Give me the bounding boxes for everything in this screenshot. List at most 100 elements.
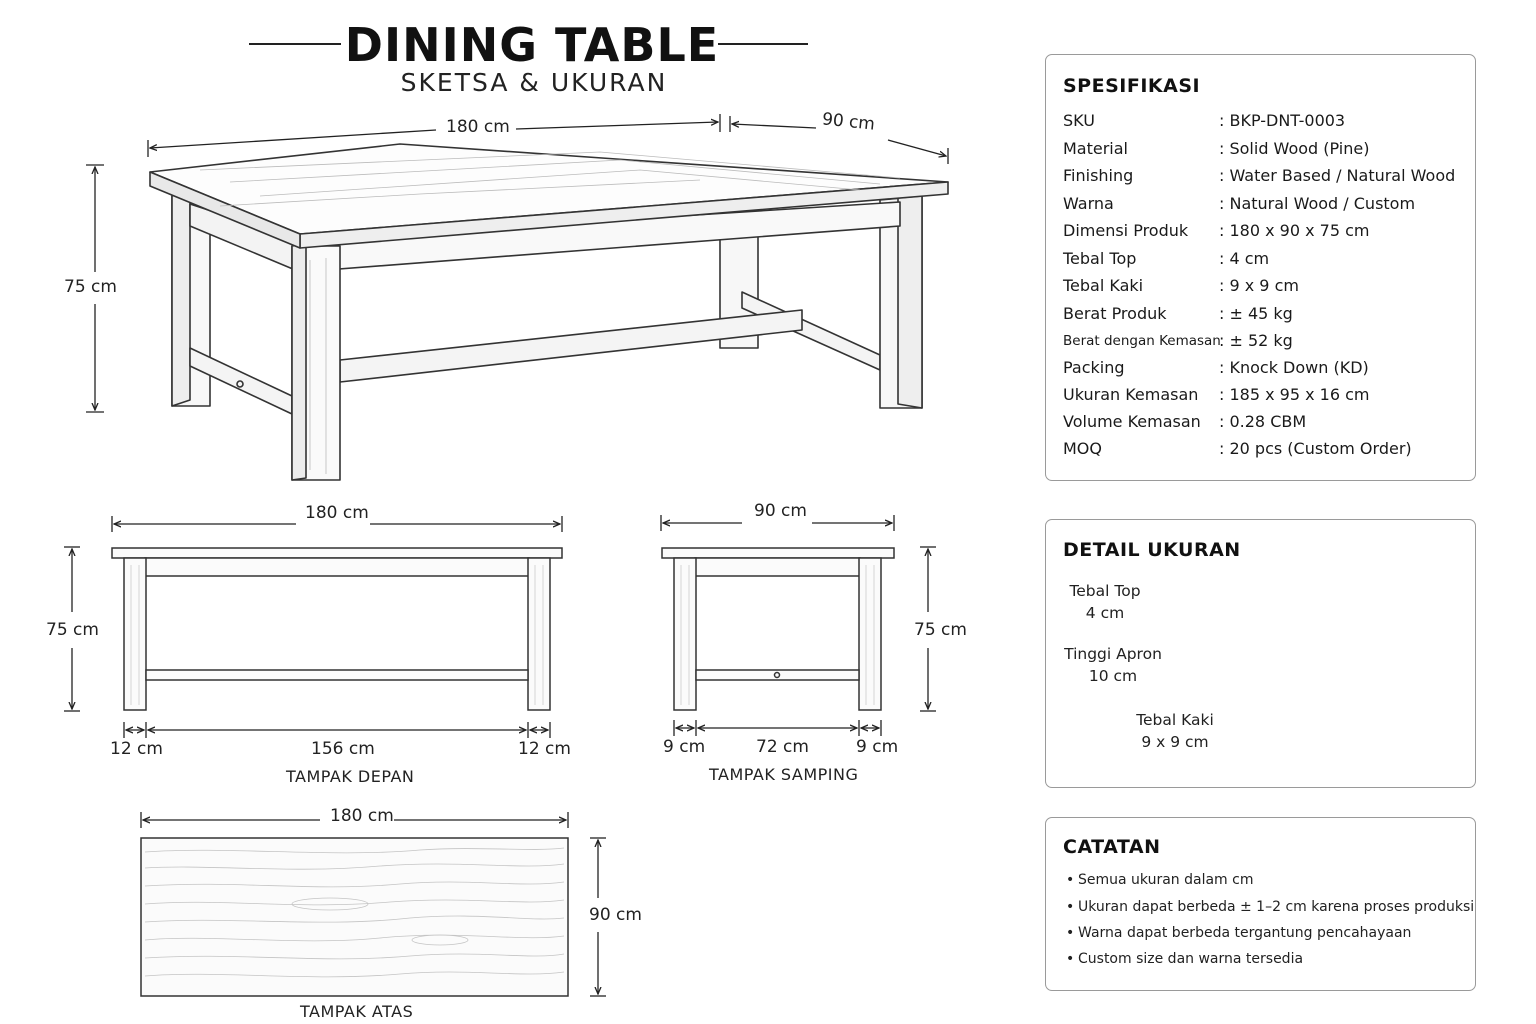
- spec-row: Tebal Top : 4 cm: [1063, 249, 1465, 276]
- spec-row: Berat dengan Kemasan: ± 52 kg: [1063, 331, 1465, 358]
- front-view-apron: [144, 557, 530, 577]
- spec-key: Volume Kemasan: [1063, 412, 1201, 431]
- side-view-sketch: [661, 547, 895, 711]
- note-item: •Semua ukuran dalam cm: [1066, 872, 1253, 888]
- bullet-icon: •: [1066, 951, 1075, 967]
- top-view-width-label: 180 cm: [330, 806, 394, 826]
- detail-panel: DETAIL UKURAN: [1045, 519, 1476, 788]
- note-text: Ukuran dapat berbeda ± 1–2 cm karena pro…: [1078, 899, 1475, 915]
- spec-row: Ukuran Kemasan : 185 x 95 x 16 cm: [1063, 385, 1465, 412]
- spec-row: Packing: Knock Down (KD): [1063, 358, 1465, 385]
- spec-row: MOQ : 20 pcs (Custom Order): [1063, 439, 1465, 466]
- front-view-caption: TAMPAK DEPAN: [286, 767, 415, 786]
- spec-value: : Natural Wood / Custom: [1219, 194, 1416, 213]
- side-view-caption: TAMPAK SAMPING: [709, 765, 859, 784]
- front-view-inner-label: 156 cm: [311, 739, 375, 759]
- top-view-depth-label: 90 cm: [589, 905, 642, 925]
- front-view-leg-right-label: 12 cm: [518, 739, 571, 759]
- spec-key: Finishing: [1063, 166, 1134, 185]
- spec-key: MOQ: [1063, 439, 1102, 458]
- detail-leg-label: Tebal Kaki: [1136, 711, 1214, 729]
- note-item: •Ukuran dapat berbeda ± 1–2 cm karena pr…: [1066, 899, 1474, 915]
- side-view-leg-right: [858, 557, 882, 711]
- perspective-top-edge-side: [149, 171, 301, 249]
- spec-row: Dimensi Produk : 180 x 90 x 75 cm: [1063, 221, 1465, 248]
- title-rule-right: [718, 43, 808, 45]
- spec-row: Tebal Kaki : 9 x 9 cm: [1063, 276, 1465, 303]
- detail-apron-label: Tinggi Apron: [1064, 645, 1162, 663]
- note-text: Semua ukuran dalam cm: [1078, 872, 1254, 888]
- top-view-caption: TAMPAK ATAS: [300, 1002, 414, 1021]
- spec-row: Volume Kemasan : 0.28 CBM: [1063, 412, 1465, 439]
- spec-value: : ± 45 kg: [1219, 304, 1293, 323]
- spec-panel-title: SPESIFIKASI: [1063, 75, 1201, 97]
- bullet-icon: •: [1066, 872, 1075, 888]
- perspective-height-label: 75 cm: [64, 277, 117, 297]
- side-view-apron: [694, 557, 861, 577]
- spec-value: : ± 52 kg: [1219, 331, 1293, 350]
- spec-row: Finishing : Water Based / Natural Wood: [1063, 166, 1465, 193]
- detail-top-thickness-label: Tebal Top: [1069, 582, 1141, 600]
- side-view-leg-left: [673, 557, 697, 711]
- notes-panel-title: CATATAN: [1063, 836, 1161, 858]
- spec-key: Warna: [1063, 194, 1114, 213]
- detail-apron-height: Tinggi Apron 10 cm: [1060, 643, 1166, 687]
- spec-key: Berat Produk: [1063, 304, 1167, 323]
- title-rule-left: [249, 43, 341, 45]
- spec-row: Material : Solid Wood (Pine): [1063, 139, 1465, 166]
- perspective-length-label: 180 cm: [446, 117, 510, 137]
- side-view-width-label: 90 cm: [754, 501, 807, 521]
- spec-value: : 4 cm: [1219, 249, 1270, 268]
- note-text: Custom size dan warna tersedia: [1078, 951, 1304, 967]
- note-item: •Warna dapat berbeda tergantung pencahay…: [1066, 925, 1411, 941]
- note-text: Warna dapat berbeda tergantung pencahaya…: [1078, 925, 1412, 941]
- front-view-leg-left: [123, 557, 147, 711]
- spec-key: SKU: [1063, 111, 1095, 130]
- front-view-leg-left-label: 12 cm: [110, 739, 163, 759]
- spec-value: : 9 x 9 cm: [1219, 276, 1299, 295]
- perspective-table-sketch: [149, 143, 949, 481]
- front-view-stretcher: [145, 669, 529, 681]
- detail-top-thickness-value: 4 cm: [1085, 604, 1125, 622]
- spec-value: : 0.28 CBM: [1219, 412, 1307, 431]
- spec-row: Warna : Natural Wood / Custom: [1063, 194, 1465, 221]
- spec-key: Berat dengan Kemasan: [1063, 333, 1221, 349]
- side-view-height-label: 75 cm: [914, 620, 967, 640]
- front-view-width-label: 180 cm: [305, 503, 369, 523]
- side-view-leg-left-label: 9 cm: [663, 737, 706, 757]
- bullet-icon: •: [1066, 899, 1075, 915]
- detail-leg-thickness: Tebal Kaki 9 x 9 cm: [1130, 709, 1220, 753]
- spec-value: : BKP-DNT-0003: [1219, 111, 1346, 130]
- spec-value: : 180 x 90 x 75 cm: [1219, 221, 1370, 240]
- detail-leg-value: 9 x 9 cm: [1141, 733, 1209, 751]
- bullet-icon: •: [1066, 925, 1075, 941]
- front-view-top: [111, 547, 563, 559]
- spec-row: Berat Produk : ± 45 kg: [1063, 304, 1465, 331]
- top-view-sketch: [140, 837, 569, 997]
- page-subtitle: SKETSA & UKURAN: [400, 68, 668, 97]
- spec-key: Ukuran Kemasan: [1063, 385, 1199, 404]
- spec-value: : 20 pcs (Custom Order): [1219, 439, 1412, 458]
- spec-row: SKU : BKP-DNT-0003: [1063, 111, 1465, 138]
- detail-panel-title: DETAIL UKURAN: [1063, 539, 1241, 561]
- spec-value: : Water Based / Natural Wood: [1219, 166, 1456, 185]
- spec-key: Tebal Top: [1063, 249, 1137, 268]
- detail-top-thickness: Tebal Top 4 cm: [1062, 580, 1148, 624]
- spec-key: Material: [1063, 139, 1128, 158]
- side-view-inner-label: 72 cm: [756, 737, 809, 757]
- front-view-leg-right: [527, 557, 551, 711]
- spec-key: Dimensi Produk: [1063, 221, 1189, 240]
- side-view-stretcher: [695, 669, 860, 681]
- side-view-leg-right-label: 9 cm: [856, 737, 899, 757]
- notes-panel: CATATAN •Semua ukuran dalam cm•Ukuran da…: [1045, 817, 1476, 991]
- front-view-sketch: [111, 547, 563, 711]
- spec-value: : Solid Wood (Pine): [1219, 139, 1370, 158]
- side-view-top: [661, 547, 895, 559]
- note-item: •Custom size dan warna tersedia: [1066, 951, 1303, 967]
- front-view-height-label: 75 cm: [46, 620, 99, 640]
- page-title: DINING TABLE: [344, 18, 720, 72]
- spec-key: Tebal Kaki: [1063, 276, 1144, 295]
- spec-key: Packing: [1063, 358, 1125, 377]
- spec-value: : 185 x 95 x 16 cm: [1219, 385, 1370, 404]
